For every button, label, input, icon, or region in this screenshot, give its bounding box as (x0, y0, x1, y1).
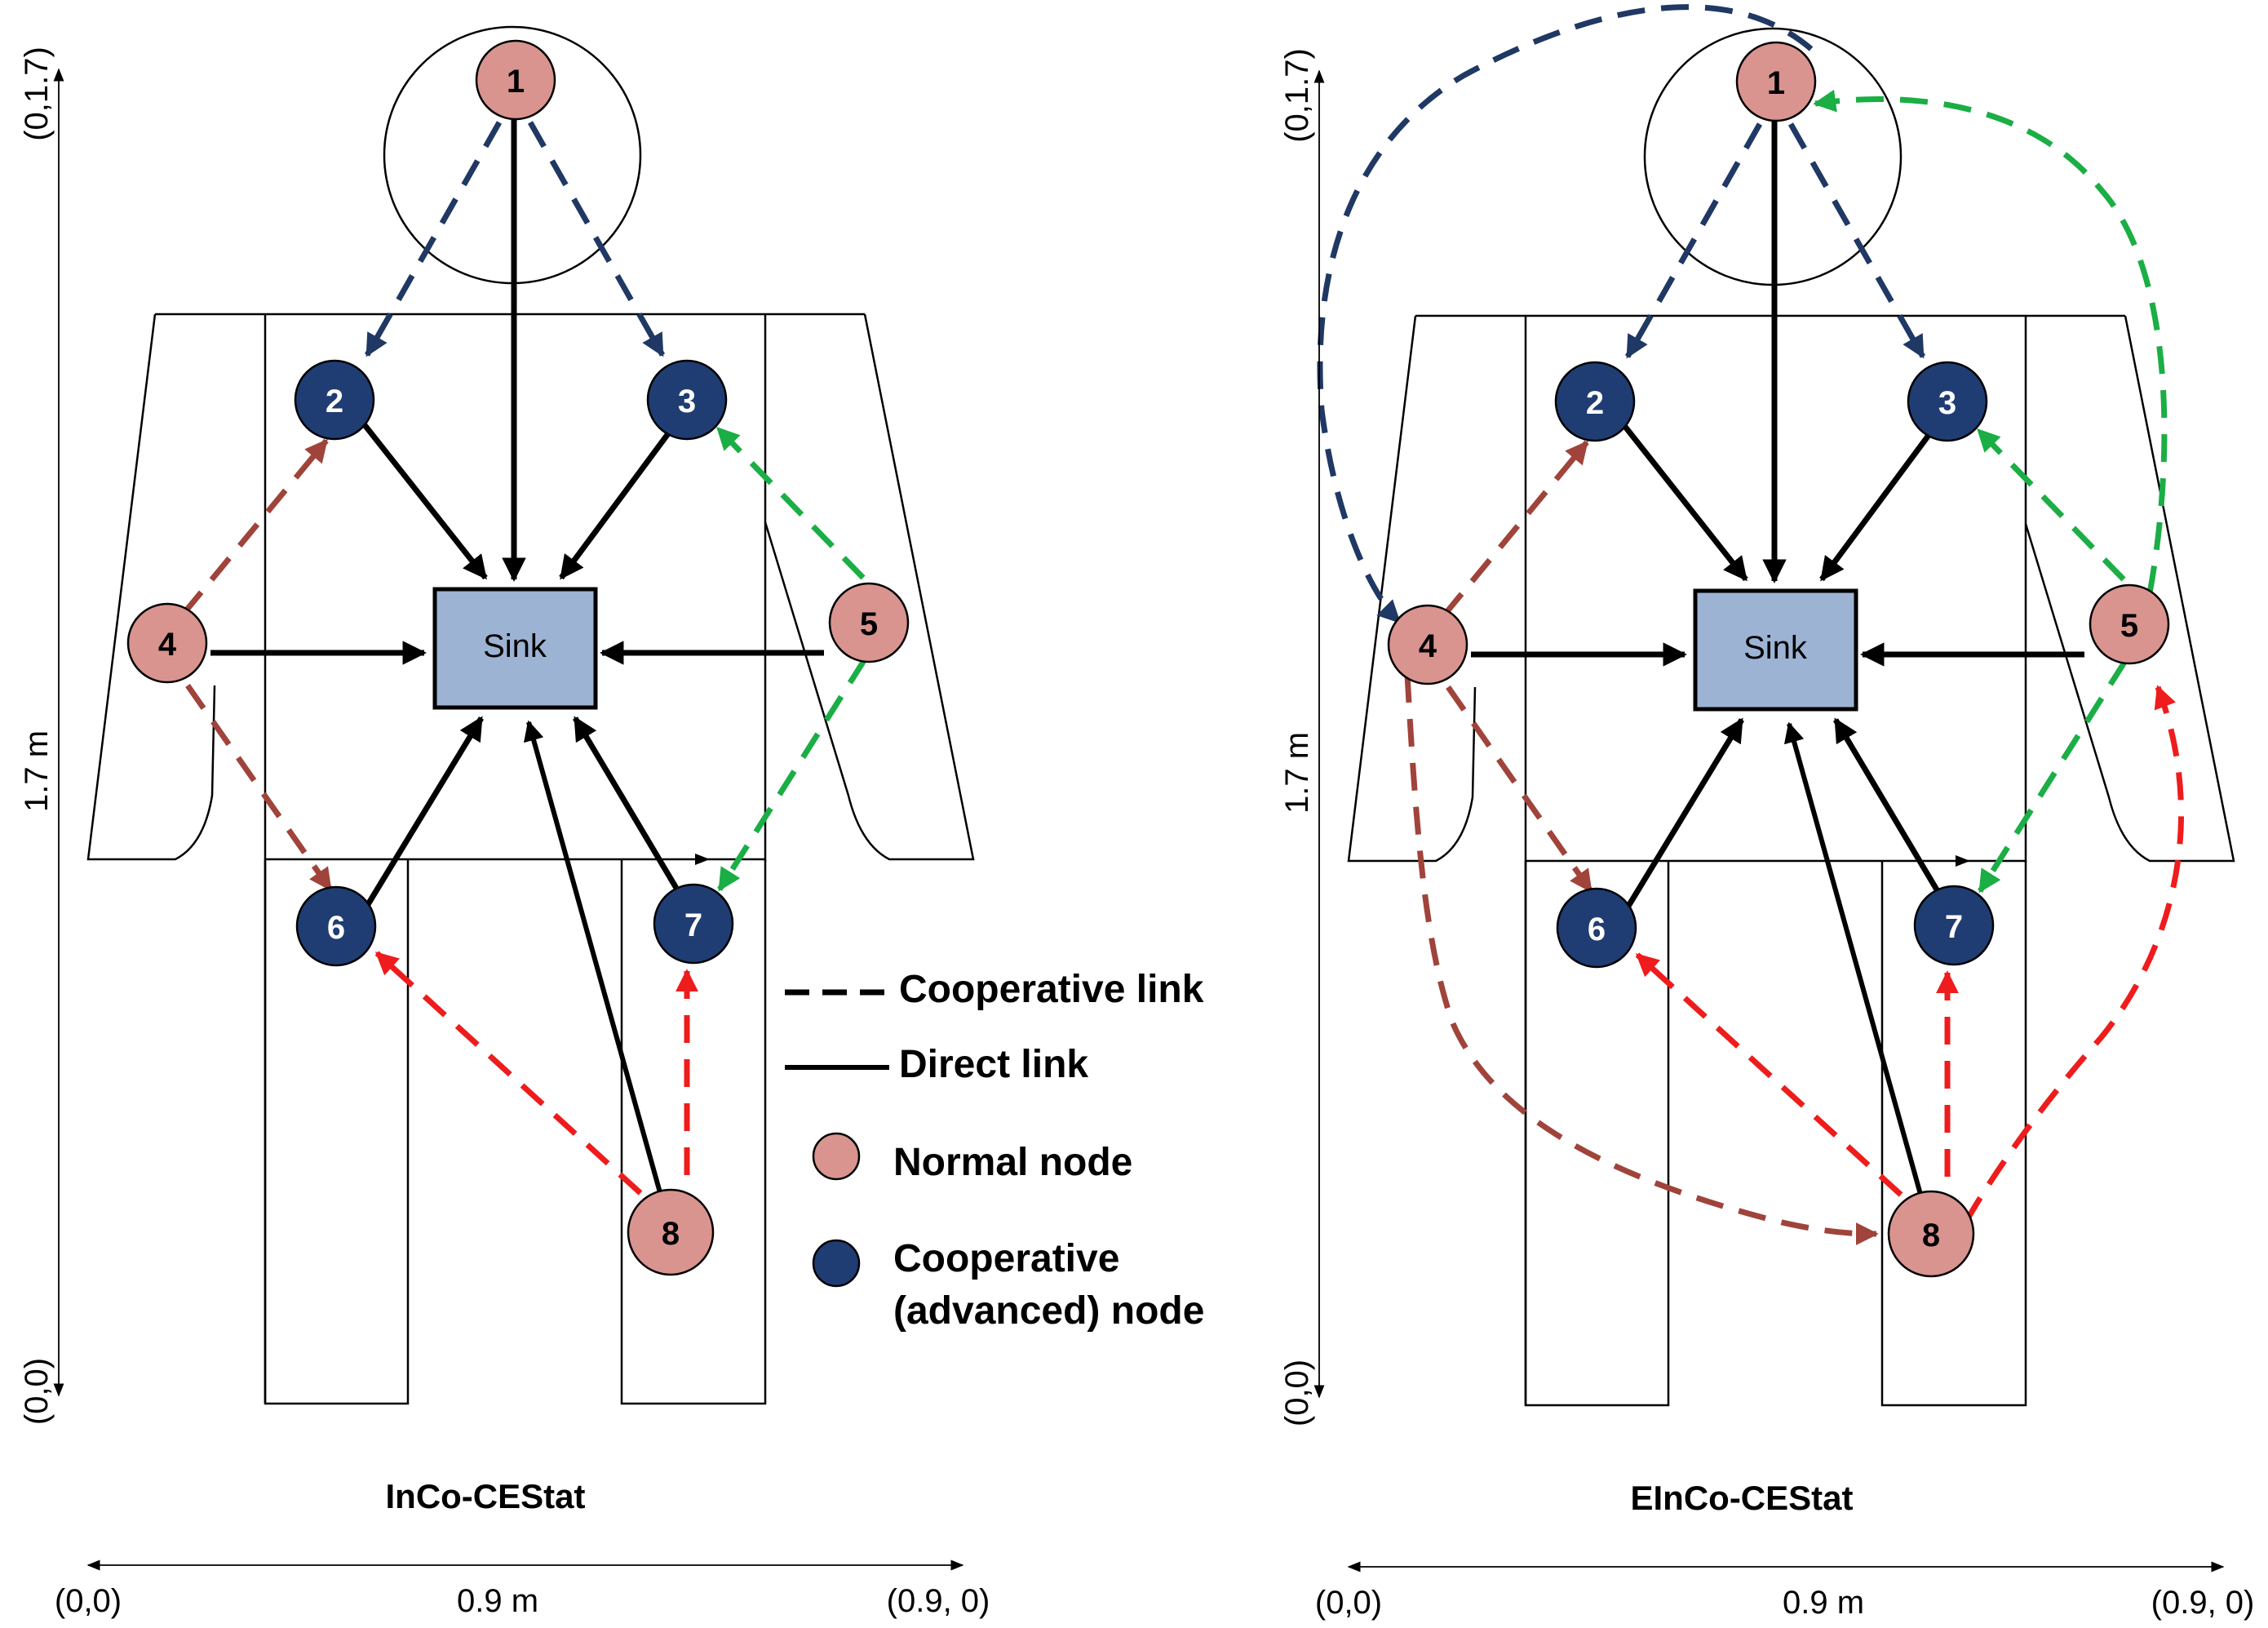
r-direct-link-7-sink (1832, 717, 1941, 893)
right-axis-width-label: 0.9 m (1783, 1585, 1864, 1621)
r-node-8-label: 8 (1922, 1218, 1940, 1253)
r-node-7: 7 (1913, 885, 1995, 966)
coop-link-5-3 (715, 426, 866, 580)
node-7-label: 7 (684, 907, 702, 943)
r-node-1-label: 1 (1767, 65, 1785, 101)
r-direct-link-2-sink (1617, 417, 1748, 582)
left-panel: Sink 1 2 3 4 5 6 7 8 (0,1.7) 1.7 m (0,0)… (19, 25, 990, 1619)
node-1: 1 (475, 39, 556, 121)
node-6-label: 6 (327, 910, 345, 946)
node-2: 2 (294, 359, 375, 441)
left-axis-x-origin: (0,0) (55, 1583, 122, 1619)
r-coop-link-5-3 (1976, 428, 2126, 582)
coop-link-5-7 (717, 658, 867, 892)
sink: Sink (432, 587, 598, 710)
legend: Cooperative link Direct link Normal node… (785, 968, 1204, 1333)
body-outline-right (1347, 27, 2235, 1407)
coop-link-4-2 (181, 438, 329, 616)
legend-coop-node-line2: (advanced) node (893, 1289, 1204, 1333)
r-coop-link-4-2 (1442, 440, 1589, 618)
right-axis-x-origin: (0,0) (1315, 1585, 1382, 1621)
sink-right: Sink (1693, 588, 1858, 712)
r-node-5: 5 (2089, 583, 2170, 665)
node-1-label: 1 (507, 64, 525, 100)
direct-link-7-sink (572, 716, 680, 891)
r-coop-link-1-4-curve (1317, 4, 1814, 624)
nodes-right: 1 2 3 4 5 6 7 8 (1387, 41, 2170, 1278)
legend-direct-link: Direct link (899, 1043, 1088, 1086)
left-axis-bottom-label: (0,0) (19, 1358, 55, 1425)
legend-normal-node-swatch (812, 1132, 861, 1181)
cooperative-links-right (1317, 4, 2185, 1245)
r-coop-link-4-8-curve (1404, 674, 1879, 1245)
r-coop-link-1-2 (1624, 122, 1763, 359)
r-node-4: 4 (1387, 604, 1468, 685)
r-coop-link-8-6 (1635, 952, 1903, 1197)
direct-link-6-sink (365, 716, 484, 907)
legend-normal-node: Normal node (893, 1141, 1132, 1184)
r-coop-link-5-1-curve (1813, 89, 2168, 594)
node-4: 4 (126, 602, 208, 684)
small-arrowhead (695, 854, 710, 865)
r-node-8: 8 (1887, 1190, 1975, 1278)
right-axis-x-end: (0.9, 0) (2151, 1585, 2255, 1621)
cooperative-links (181, 121, 867, 1195)
direct-link-3-sink (559, 430, 671, 580)
legend-cooperative-link: Cooperative link (899, 968, 1204, 1011)
node-6: 6 (295, 885, 377, 967)
r-coop-link-1-3 (1787, 122, 1926, 359)
node-4-label: 4 (158, 627, 177, 663)
direct-link-8-sink (523, 720, 663, 1196)
left-axis-height-label: 1.7 m (19, 730, 55, 812)
legend-coop-node-swatch (812, 1239, 861, 1288)
r-node-2: 2 (1554, 361, 1636, 442)
sink-label-right: Sink (1743, 630, 1808, 666)
r-direct-link-3-sink (1819, 432, 1932, 582)
right-panel-title: EInCo-CEStat (1631, 1479, 1854, 1517)
r-node-6-label: 6 (1588, 912, 1606, 947)
small-arrowhead-right (1956, 855, 1970, 867)
r-node-1: 1 (1735, 41, 1817, 122)
r-direct-link-6-sink (1625, 717, 1744, 909)
r-coop-link-8-5-curve (1963, 685, 2185, 1223)
direct-links (210, 113, 824, 1196)
right-axis-height-label: 1.7 m (1279, 732, 1315, 814)
node-3-label: 3 (678, 384, 696, 419)
direct-links-right (1471, 114, 2084, 1198)
body-outline (86, 25, 975, 1405)
sink-label: Sink (483, 628, 547, 664)
node-5-label: 5 (860, 606, 878, 642)
r-node-3-label: 3 (1938, 385, 1956, 421)
left-axis-width-label: 0.9 m (457, 1583, 538, 1619)
r-node-3: 3 (1907, 361, 1988, 442)
r-node-7-label: 7 (1945, 909, 1963, 945)
r-node-6: 6 (1556, 887, 1637, 969)
coop-link-8-6 (374, 951, 643, 1195)
right-panel: Sink 1 2 3 4 5 6 7 8 (0,1.7) 1.7 m (0,0)… (1279, 4, 2254, 1621)
r-node-2-label: 2 (1586, 385, 1604, 421)
r-node-4-label: 4 (1419, 628, 1437, 664)
r-coop-link-5-7 (1978, 659, 2128, 894)
left-axis-x-end: (0.9, 0) (887, 1583, 990, 1619)
right-axes: (0,1.7) 1.7 m (0,0) (0,0) 0.9 m (0.9, 0) (1279, 48, 2254, 1621)
node-7: 7 (653, 883, 734, 965)
coop-link-1-3 (527, 121, 666, 357)
node-3: 3 (646, 359, 728, 441)
right-axis-top-label: (0,1.7) (1279, 48, 1315, 143)
r-direct-link-8-sink (1783, 721, 1924, 1198)
node-8: 8 (627, 1188, 715, 1276)
left-panel-title: InCo-CEStat (386, 1477, 586, 1515)
node-2-label: 2 (326, 384, 343, 419)
legend-coop-node-line1: Cooperative (893, 1237, 1119, 1280)
r-node-5-label: 5 (2120, 608, 2138, 644)
node-8-label: 8 (662, 1216, 680, 1252)
right-axis-bottom-label: (0,0) (1279, 1360, 1315, 1426)
nodes: 1 2 3 4 5 6 7 8 (126, 39, 910, 1276)
left-axes: (0,1.7) 1.7 m (0,0) (0,0) 0.9 m (0.9, 0) (19, 47, 990, 1619)
coop-link-1-2 (364, 121, 503, 357)
direct-link-2-sink (357, 415, 488, 580)
node-5: 5 (828, 582, 910, 663)
left-axis-top-label: (0,1.7) (19, 47, 55, 141)
